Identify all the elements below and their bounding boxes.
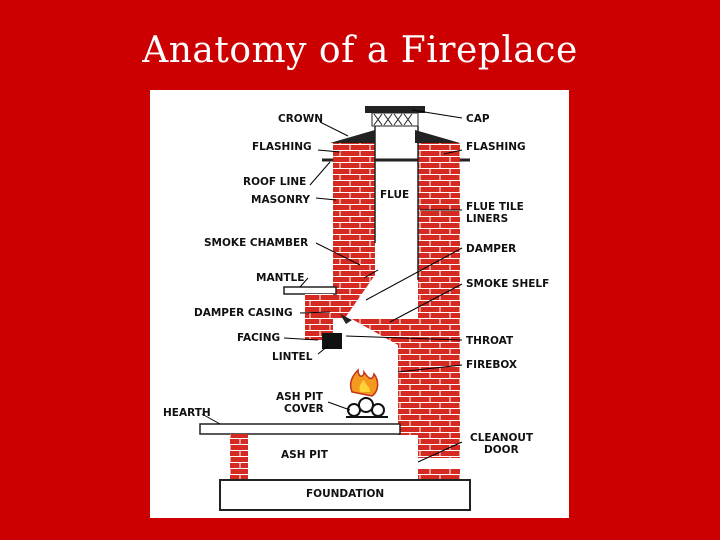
- label-lintel: LINTEL: [272, 351, 313, 363]
- cap-mesh-lines: [373, 113, 413, 126]
- facing-wall: [305, 294, 333, 340]
- chimney-crown: [330, 130, 375, 143]
- label-masonry: MASONRY: [251, 194, 310, 206]
- smoke-chamber-wall: [333, 243, 375, 318]
- leader-lines: [201, 109, 463, 463]
- label-hearth: HEARTH: [163, 407, 211, 419]
- damper-plate: [340, 314, 352, 324]
- label-flue: FLUE: [380, 189, 409, 201]
- chimney-wall-right: [418, 143, 460, 458]
- label-cleanout-door-line2: DOOR: [484, 444, 519, 456]
- label-crown: CROWN: [278, 113, 323, 125]
- chimney-crown-right: [415, 130, 460, 143]
- cap-mesh: [371, 112, 419, 127]
- foundation-wall-right: [418, 468, 460, 480]
- label-smoke-chamber: SMOKE CHAMBER: [204, 237, 308, 249]
- label-damper-casing: DAMPER CASING: [194, 307, 293, 319]
- label-cleanout-door-line1: CLEANOUT: [470, 432, 534, 444]
- mantle-shelf: [283, 286, 337, 295]
- label-smoke-shelf: SMOKE SHELF: [466, 278, 549, 290]
- label-ash-pit-cover-line1: ASH PIT: [276, 391, 324, 403]
- firebox-back-wall: [398, 365, 418, 435]
- label-damper: DAMPER: [466, 243, 516, 255]
- smoke-shelf: [350, 318, 418, 365]
- fireplace-diagram: CROWN FLASHING ROOF LINE MASONRY SMOKE C…: [163, 106, 549, 511]
- foundation-slab: [219, 479, 471, 511]
- log-grate-icon: [346, 397, 388, 418]
- label-ash-pit: ASH PIT: [281, 449, 329, 461]
- label-throat: THROAT: [466, 335, 514, 347]
- slide-title: Anatomy of a Fireplace: [142, 30, 578, 71]
- label-firebox: FIREBOX: [466, 359, 517, 371]
- label-mantle: MANTLE: [256, 272, 304, 284]
- label-foundation: FOUNDATION: [306, 488, 384, 500]
- label-roof-line: ROOF LINE: [243, 176, 306, 188]
- diagram-panel: CROWN FLASHING ROOF LINE MASONRY SMOKE C…: [150, 90, 569, 518]
- label-ash-pit-cover-line2: COVER: [284, 403, 324, 415]
- chimney-cap: [365, 106, 425, 113]
- fire-flame-icon: [349, 368, 379, 397]
- lintel: [322, 333, 342, 349]
- hearth-slab: [199, 423, 401, 435]
- label-flashing-left: FLASHING: [252, 141, 312, 153]
- label-flue-tile-liners-line1: FLUE TILE: [466, 201, 524, 213]
- foundation-wall-left: [230, 434, 248, 480]
- label-cap: CAP: [466, 113, 490, 125]
- label-flashing-right: FLASHING: [466, 141, 526, 153]
- label-flue-tile-liners-line2: LINERS: [466, 213, 508, 225]
- label-facing: FACING: [237, 332, 280, 344]
